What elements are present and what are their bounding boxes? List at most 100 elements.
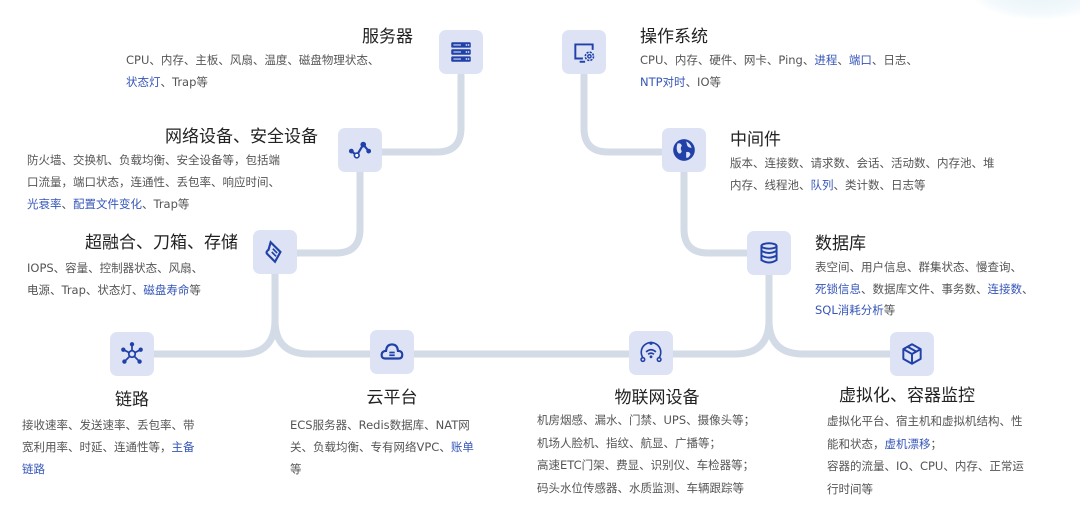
server-icon [451, 42, 471, 62]
description-line: NTP对时、IO等 [640, 71, 918, 93]
cloud-node [370, 330, 414, 374]
iot-title: 物联网设备 [614, 388, 700, 408]
server-node [439, 30, 483, 74]
description-line: ECS服务器、Redis数据库、NAT网 [290, 414, 474, 436]
highlighted-metric: 连接数 [987, 281, 1023, 296]
database-icon [760, 242, 778, 264]
metric-text: 、Trap等 [142, 197, 190, 211]
description-line: 状态灯、Trap等 [126, 71, 379, 93]
description-line: 防火墙、交换机、负载均衡、安全设备等，包括端 [27, 149, 280, 171]
metric-text: 、 [61, 197, 74, 211]
metric-text: 高速ETC门架、费显、识别仪、车检器等； [537, 458, 755, 472]
metric-text: 宽利用率、时延、连通性等， [22, 440, 172, 454]
globe-icon [673, 139, 695, 161]
metric-text: CPU、内存、硬件、网卡、Ping、 [640, 53, 815, 67]
network-description: 防火墙、交换机、负载均衡、安全设备等，包括端口流量，端口状态，连通性、丢包率、响… [27, 149, 280, 215]
metric-text: 接收速率、发送速率、丢包率、带 [22, 418, 195, 432]
connector-network-storage [293, 168, 364, 257]
connector-database-iot [669, 270, 773, 358]
description-line: 等 [290, 458, 474, 480]
connector-storage-iot [271, 316, 633, 358]
container-box-icon [902, 343, 922, 365]
highlighted-metric: 光衰率 [27, 197, 62, 211]
link-topology-icon [121, 342, 143, 364]
metric-text: 行时间等 [827, 481, 873, 496]
description-line: 高速ETC门架、费显、识别仪、车检器等； [537, 454, 755, 477]
virtual-node [890, 332, 934, 376]
description-line: 宽利用率、时延、连通性等，主备 [22, 436, 195, 458]
metric-text: 虚拟化平台、宿主机和虚拟机结构、性 [827, 414, 1023, 428]
cloud-title: 云平台 [366, 388, 418, 408]
metric-text: 机房烟感、漏水、门禁、UPS、摄像头等； [537, 413, 756, 427]
description-line: 版本、连接数、请求数、会话、活动数、内存池、堆 [730, 152, 995, 174]
storage-description: IOPS、容量、控制器状态、风扇、电源、Trap、状态灯、磁盘寿命等 [27, 257, 203, 301]
metric-text: 表空间、用户信息、群集状态、慢查询、 [815, 260, 1022, 274]
description-line: CPU、内存、主板、风扇、温度、磁盘物理状态、 [126, 49, 379, 71]
metric-text: 、类计数、日志等 [833, 178, 926, 192]
description-line: 接收速率、发送速率、丢包率、带 [22, 414, 195, 436]
os-node [562, 30, 606, 74]
network-node [338, 128, 382, 172]
database-title: 数据库 [815, 234, 866, 254]
metric-text: ； [930, 436, 943, 451]
iot-node [629, 331, 673, 375]
iot-description: 机房烟感、漏水、门禁、UPS、摄像头等； 机场人脸机、指纹、航显、广播等； 高速ET… [537, 409, 755, 499]
metric-text: 版本、连接数、请求数、会话、活动数、内存池、堆 [730, 156, 995, 170]
description-line: 口流量，端口状态，连通性、丢包率、响应时间、 [27, 171, 280, 193]
iot-wifi-icon [640, 341, 662, 363]
virtual-title: 虚拟化、容器监控 [839, 386, 975, 406]
metric-text: 能和状态， [827, 436, 885, 451]
network-title: 网络设备、安全设备 [165, 127, 318, 147]
cloud-icon [380, 343, 404, 360]
link-title: 链路 [115, 390, 149, 410]
storage-scroll-icon [265, 240, 282, 264]
highlighted-metric: 主备 [171, 440, 195, 454]
description-line: 电源、Trap、状态灯、磁盘寿命等 [27, 279, 203, 301]
metric-text: ECS服务器、Redis数据库、NAT网 [290, 418, 470, 432]
metric-text: 等 [883, 303, 896, 317]
metric-text: 口流量，端口状态，连通性、丢包率、响应时间、 [27, 175, 280, 189]
server-description: CPU、内存、主板、风扇、温度、磁盘物理状态、状态灯、Trap等 [126, 49, 379, 93]
os-description: CPU、内存、硬件、网卡、Ping、进程、端口、日志、NTP对时、IO等 [640, 49, 918, 93]
description-line: 表空间、用户信息、群集状态、慢查询、 [815, 257, 1034, 279]
middleware-description: 版本、连接数、请求数、会话、活动数、内存池、堆内存、线程池、队列、类计数、日志等 [730, 152, 995, 196]
metric-text: 等 [189, 283, 201, 297]
metric-text: IOPS、容量、控制器状态、风扇、 [27, 261, 204, 275]
metric-text: 关、负载均衡、专有网络VPC、 [290, 440, 451, 454]
link-description: 接收速率、发送速率、丢包率、带宽利用率、时延、连通性等，主备链路 [22, 414, 195, 480]
metric-text: 、Trap等 [160, 75, 208, 89]
highlighted-metric: 账单 [450, 440, 474, 454]
highlighted-metric: 状态灯 [126, 75, 161, 89]
description-line: IOPS、容量、控制器状态、风扇、 [27, 257, 203, 279]
metric-text: 、 [837, 53, 849, 67]
description-line: CPU、内存、硬件、网卡、Ping、进程、端口、日志、 [640, 49, 918, 71]
metric-text: 容器的流量、IO、CPU、内存、正常运 [827, 459, 1024, 473]
highlighted-metric: 链路 [22, 462, 45, 476]
highlighted-metric: 进程 [814, 53, 838, 67]
metric-text: 机场人脸机、指纹、航显、广播等； [537, 435, 721, 450]
monitor-gear-icon [574, 43, 595, 63]
highlighted-metric: 死锁信息 [815, 281, 861, 296]
highlighted-metric: 队列 [810, 178, 834, 192]
highlighted-metric: NTP对时 [640, 75, 686, 89]
metric-text: CPU、内存、主板、风扇、温度、磁盘物理状态、 [126, 53, 380, 67]
description-line: 内存、线程池、队列、类计数、日志等 [730, 174, 995, 196]
metric-text: 电源、Trap、状态灯、 [27, 283, 144, 297]
os-title: 操作系统 [640, 27, 708, 47]
connector-os-middleware [580, 71, 666, 156]
description-line: 链路 [22, 458, 195, 480]
database-node [747, 231, 791, 275]
server-title: 服务器 [362, 27, 413, 47]
connector-middleware-database [680, 168, 751, 257]
description-line: 机房烟感、漏水、门禁、UPS、摄像头等； [537, 409, 755, 432]
description-line: 死锁信息、数据库文件、事务数、连接数、 [815, 279, 1034, 301]
description-line: 关、负载均衡、专有网络VPC、账单 [290, 436, 474, 458]
connector-server-network [378, 71, 465, 156]
description-line: 虚拟化平台、宿主机和虚拟机结构、性 [827, 410, 1024, 433]
metric-text: 内存、线程池、 [730, 178, 811, 192]
storage-title: 超融合、刀箱、存储 [85, 233, 238, 253]
middleware-node [662, 128, 706, 172]
description-line: 能和状态，虚机漂移； [827, 433, 1024, 456]
metric-text: 、IO等 [685, 75, 722, 89]
